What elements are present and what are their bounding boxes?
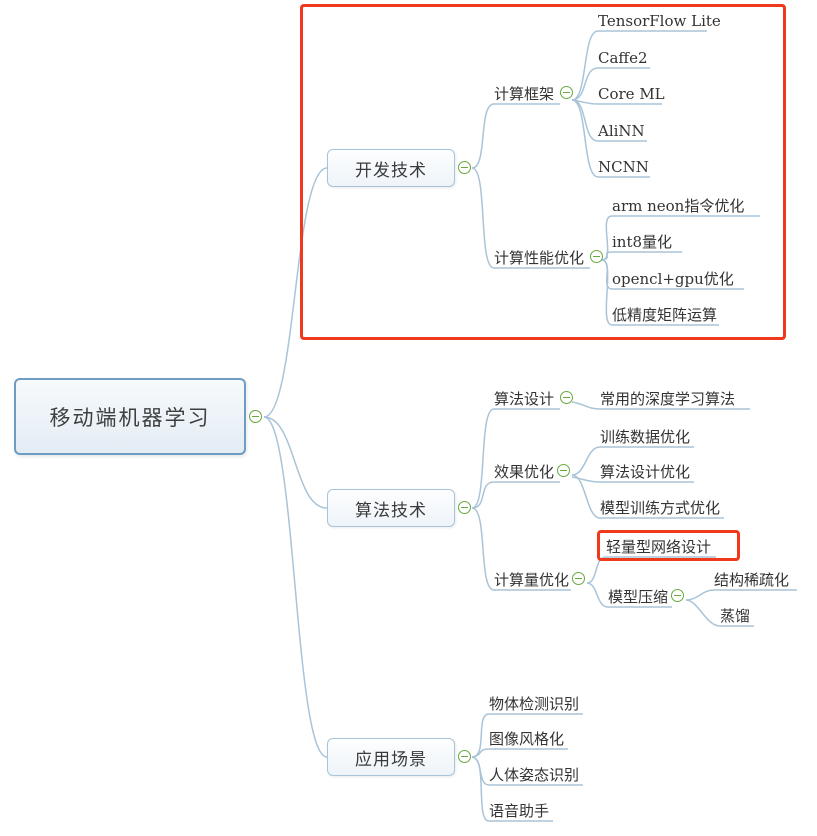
collapse-icon-performance-opt[interactable] (590, 250, 603, 263)
topic-root[interactable]: 移动端机器学习 (14, 378, 246, 455)
topic-alinn[interactable]: AliNN (598, 122, 645, 140)
performance-opt-connectors (601, 215, 760, 326)
topic-int8[interactable]: int8量化 (612, 233, 673, 251)
topic-core-ml[interactable]: Core ML (598, 85, 665, 103)
topic-voice-assistant[interactable]: 语音助手 (489, 802, 550, 820)
topic-tensorflow-lite[interactable]: TensorFlow Lite (598, 12, 721, 30)
topic-image-stylization[interactable]: 图像风格化 (489, 730, 565, 748)
topic-ncnn[interactable]: NCNN (598, 158, 649, 176)
topic-performance-opt[interactable]: 计算性能优化 (494, 249, 585, 267)
dev-tech-connectors (471, 103, 590, 269)
effect-opt-connectors (571, 446, 724, 519)
topic-model-training-opt[interactable]: 模型训练方式优化 (600, 499, 721, 517)
collapse-icon-computing-framework[interactable] (560, 86, 573, 99)
topic-caffe2[interactable]: Caffe2 (598, 49, 648, 67)
topic-training-data-opt[interactable]: 训练数据优化 (600, 428, 691, 446)
topic-app-scene[interactable]: 应用场景 (327, 738, 455, 776)
collapse-icon-model-compression[interactable] (671, 589, 684, 602)
topic-structural-sparsity[interactable]: 结构稀疏化 (714, 571, 790, 589)
collapse-icon-algo-design[interactable] (560, 391, 573, 404)
highlight-boundary-dev-tech[interactable] (300, 4, 786, 340)
algo-design-connectors (571, 401, 750, 410)
topic-dev-tech[interactable]: 开发技术 (327, 149, 455, 187)
root-connectors (263, 167, 328, 758)
topic-arm-neon[interactable]: arm neon指令优化 (612, 197, 745, 215)
topic-distillation[interactable]: 蒸馏 (720, 607, 751, 625)
model-compression-connectors (685, 589, 797, 627)
computing-framework-connectors (571, 30, 707, 178)
topic-algo-tech[interactable]: 算法技术 (327, 489, 455, 527)
collapse-icon-algo-tech[interactable] (458, 501, 471, 514)
collapse-icon-root[interactable] (249, 410, 262, 423)
topic-low-precision-matrix[interactable]: 低精度矩阵运算 (612, 306, 718, 324)
collapse-icon-dev-tech[interactable] (458, 161, 471, 174)
topic-opencl-gpu[interactable]: opencl+gpu优化 (612, 270, 734, 288)
app-scene-connectors (471, 713, 583, 822)
collapse-icon-computation-opt[interactable] (572, 572, 585, 585)
topic-pose-recognition[interactable]: 人体姿态识别 (489, 766, 580, 784)
topic-model-compression[interactable]: 模型压缩 (608, 588, 669, 606)
topic-object-detection[interactable]: 物体检测识别 (489, 695, 580, 713)
collapse-icon-effect-opt[interactable] (557, 464, 570, 477)
highlight-boundary-lightweight-network[interactable] (597, 530, 740, 561)
collapse-icon-app-scene[interactable] (458, 750, 471, 763)
topic-lightweight-network[interactable]: 轻量型网络设计 (606, 538, 712, 556)
computation-opt-connectors (586, 556, 716, 608)
topic-computation-opt[interactable]: 计算量优化 (494, 571, 570, 589)
topic-common-dl-algorithms[interactable]: 常用的深度学习算法 (600, 390, 736, 408)
algo-tech-connectors (471, 408, 571, 591)
topic-effect-opt[interactable]: 效果优化 (494, 463, 555, 481)
topic-algo-design[interactable]: 算法设计 (494, 390, 555, 408)
topic-computing-framework[interactable]: 计算框架 (494, 85, 555, 103)
topic-algo-design-opt[interactable]: 算法设计优化 (600, 463, 691, 481)
